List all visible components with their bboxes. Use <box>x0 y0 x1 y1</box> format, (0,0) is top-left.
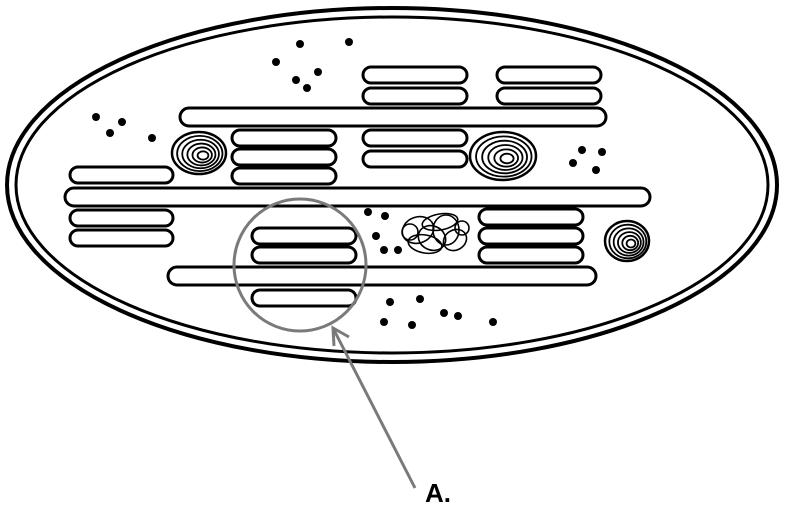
ribosome-dot <box>92 113 100 121</box>
starch-grains <box>170 130 651 263</box>
thylakoid-disc <box>477 226 585 246</box>
thylakoid-disc <box>477 207 585 227</box>
thylakoid-disc <box>495 86 603 106</box>
thylakoid-disc <box>361 149 469 169</box>
thylakoid-disc <box>230 147 338 167</box>
ribosome-dot <box>272 58 280 66</box>
thylakoid-disc <box>361 65 469 85</box>
thylakoid-stack <box>495 65 603 106</box>
ribosome-dots <box>92 38 606 329</box>
ribosome-dot <box>416 295 424 303</box>
thylakoid-disc <box>495 65 603 85</box>
thylakoid-disc <box>361 86 469 106</box>
starch-grain <box>603 219 651 263</box>
thylakoid-stack <box>250 226 358 265</box>
dna-coil <box>401 212 470 255</box>
thylakoid-disc <box>361 128 469 148</box>
thylakoid-disc <box>68 165 175 185</box>
ribosome-dot <box>296 40 304 48</box>
ribosome-dot <box>394 246 402 254</box>
thylakoid-disc <box>230 166 338 186</box>
outer-envelope <box>5 6 779 364</box>
ribosome-dot <box>454 312 462 320</box>
ribosome-dot <box>372 232 380 240</box>
ribosome-dot <box>314 68 322 76</box>
ribosome-dot <box>303 84 311 92</box>
ribosome-dot <box>364 208 372 216</box>
ribosome-dot <box>381 212 389 220</box>
thylakoid-disc <box>477 245 585 265</box>
ribosome-dot <box>386 298 394 306</box>
ribosome-dot <box>592 166 600 174</box>
ribosome-dot <box>148 134 156 142</box>
label-a: A. <box>425 478 451 508</box>
ribosome-dot <box>292 76 300 84</box>
starch-grain <box>170 130 228 176</box>
thylakoid-stack <box>250 288 358 308</box>
thylakoid-disc <box>68 208 175 228</box>
ribosome-dot <box>380 318 388 326</box>
ribosome-dot <box>118 118 126 126</box>
ribosome-dot <box>106 129 114 137</box>
thylakoid-disc <box>250 245 358 265</box>
ribosome-dot <box>598 148 606 156</box>
highlight-circle <box>232 197 368 333</box>
ribosome-dot <box>345 38 353 46</box>
ribosome-dot <box>380 246 388 254</box>
ribosome-dot <box>408 321 416 329</box>
pointer-arrow <box>331 325 417 489</box>
thylakoid-stack <box>361 65 469 106</box>
stroma-lamellae <box>63 106 652 287</box>
grana-stacks <box>68 65 603 308</box>
ribosome-dot <box>569 159 577 167</box>
ribosome-dot <box>489 318 497 326</box>
thylakoid-disc <box>68 228 175 248</box>
ribosome-dot <box>440 309 448 317</box>
thylakoid-disc <box>250 226 358 246</box>
thylakoid-stack <box>477 207 585 265</box>
thylakoid-stack <box>230 128 338 186</box>
thylakoid-stack <box>361 128 469 169</box>
thylakoid-disc <box>230 128 338 148</box>
ribosome-dot <box>578 146 586 154</box>
thylakoid-stack <box>68 208 175 248</box>
thylakoid-disc <box>250 288 358 308</box>
thylakoid-stack <box>68 165 175 185</box>
starch-grain <box>468 130 538 182</box>
